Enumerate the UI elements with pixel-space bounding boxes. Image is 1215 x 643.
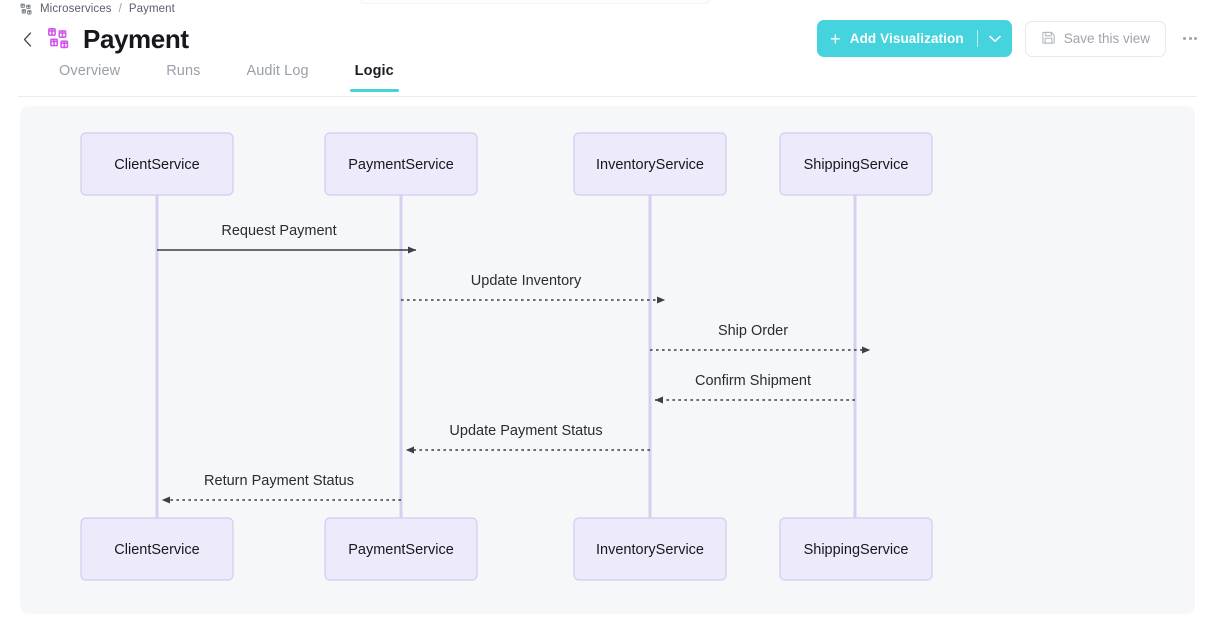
top-overflow-sliver bbox=[360, 0, 710, 4]
participant-label: ShippingService bbox=[804, 542, 909, 558]
tab-audit-log[interactable]: Audit Log bbox=[246, 63, 309, 79]
chevron-left-icon[interactable] bbox=[18, 29, 36, 49]
participant-label: InventoryService bbox=[596, 157, 704, 173]
participant-label: InventoryService bbox=[596, 542, 704, 558]
message-label: Update Inventory bbox=[471, 273, 582, 289]
message-label: Request Payment bbox=[221, 223, 336, 239]
participant-box-bottom-paymentservice[interactable]: PaymentService bbox=[324, 517, 478, 581]
sequence-diagram-canvas[interactable]: ClientService PaymentService InventorySe… bbox=[20, 106, 1195, 614]
breadcrumb: Microservices / Payment bbox=[20, 1, 175, 17]
participant-label: PaymentService bbox=[348, 157, 454, 173]
participant-box-bottom-shippingservice[interactable]: ShippingService bbox=[779, 517, 933, 581]
chevron-down-icon[interactable] bbox=[978, 20, 1012, 57]
participant-box-top-inventoryservice[interactable]: InventoryService bbox=[573, 132, 727, 196]
tab-runs[interactable]: Runs bbox=[166, 63, 201, 79]
title-microservices-cluster-icon bbox=[45, 27, 71, 51]
floppy-disk-icon bbox=[1041, 30, 1056, 48]
participant-label: ShippingService bbox=[804, 157, 909, 173]
message-label: Ship Order bbox=[718, 323, 788, 339]
participant-label: ClientService bbox=[114, 157, 199, 173]
microservices-cluster-icon bbox=[20, 3, 33, 16]
tab-logic[interactable]: Logic bbox=[332, 62, 417, 92]
button-divider bbox=[976, 30, 978, 47]
message-label: Return Payment Status bbox=[204, 473, 354, 489]
add-visualization-button[interactable]: + Add Visualization bbox=[817, 20, 1012, 57]
kebab-menu-icon[interactable] bbox=[1179, 28, 1201, 50]
save-this-view-button[interactable]: Save this view bbox=[1024, 20, 1166, 57]
participant-box-top-clientservice[interactable]: ClientService bbox=[80, 132, 234, 196]
tab-bar-divider bbox=[18, 96, 1197, 97]
message-label: Update Payment Status bbox=[449, 423, 602, 439]
participant-label: PaymentService bbox=[348, 542, 454, 558]
message-return-payment-status[interactable]: Return Payment Status bbox=[161, 473, 401, 504]
plus-icon: + bbox=[830, 28, 841, 49]
breadcrumb-root[interactable]: Microservices bbox=[40, 3, 112, 15]
message-update-inventory[interactable]: Update Inventory bbox=[401, 273, 666, 304]
participant-box-bottom-inventoryservice[interactable]: InventoryService bbox=[573, 517, 727, 581]
participant-box-top-paymentservice[interactable]: PaymentService bbox=[324, 132, 478, 196]
message-label: Confirm Shipment bbox=[695, 373, 811, 389]
breadcrumb-current[interactable]: Payment bbox=[128, 3, 175, 15]
header-toolbar: + Add Visualization Save this view bbox=[817, 20, 1201, 57]
page-title: Payment bbox=[83, 24, 189, 54]
message-confirm-shipment[interactable]: Confirm Shipment bbox=[654, 373, 855, 404]
message-update-payment-status[interactable]: Update Payment Status bbox=[405, 423, 650, 454]
participant-label: ClientService bbox=[114, 542, 199, 558]
participant-box-bottom-clientservice[interactable]: ClientService bbox=[80, 517, 234, 581]
save-this-view-label: Save this view bbox=[1063, 31, 1150, 46]
tab-overview[interactable]: Overview bbox=[59, 63, 121, 79]
add-visualization-label: Add Visualization bbox=[849, 31, 964, 46]
message-request-payment[interactable]: Request Payment bbox=[157, 223, 417, 254]
page-header: Payment bbox=[18, 20, 189, 58]
breadcrumb-separator: / bbox=[118, 3, 122, 15]
message-ship-order[interactable]: Ship Order bbox=[650, 323, 871, 354]
tab-bar: Overview Runs Audit Log Logic bbox=[0, 62, 417, 97]
participant-box-top-shippingservice[interactable]: ShippingService bbox=[779, 132, 933, 196]
